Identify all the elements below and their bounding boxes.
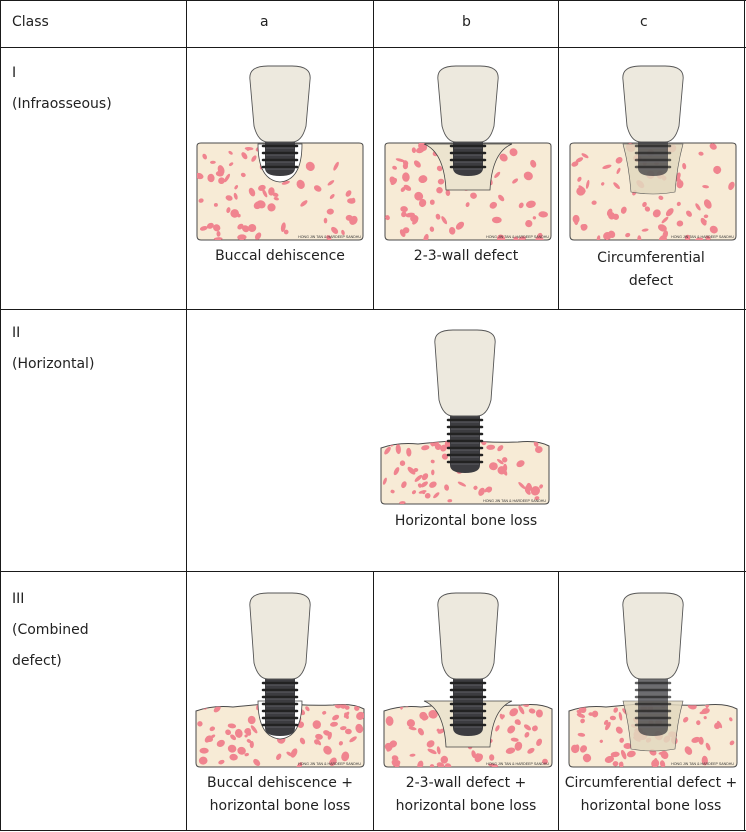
implant-fixture — [634, 677, 672, 736]
illustration-credit: HONG JIN TAN & HARDEEP SANDHU — [298, 762, 361, 766]
illustration-credit: HONG JIN TAN & HARDEEP SANDHU — [486, 762, 549, 766]
illustration-credit: HONG JIN TAN & HARDEEP SANDHU — [671, 235, 734, 239]
implant-figure-combined-buccal: HONG JIN TAN & HARDEEP SANDHU — [193, 591, 367, 771]
grid-line — [373, 0, 374, 310]
crown — [622, 592, 684, 680]
implant-figure-horizontal-bone-loss: HONG JIN TAN & HARDEEP SANDHU — [378, 328, 552, 508]
illustration-credit: HONG JIN TAN & HARDEEP SANDHU — [483, 499, 546, 503]
grid-line — [558, 571, 559, 831]
implant-fixture — [261, 140, 299, 176]
class-numeral: II — [12, 325, 21, 341]
grid-line — [744, 0, 745, 831]
implant-fixture — [261, 677, 299, 736]
implant-figure-combined-2-3-wall: HONG JIN TAN & HARDEEP SANDHU — [381, 591, 555, 771]
crown — [437, 592, 499, 680]
implant-fixture — [634, 140, 672, 176]
caption-line: Buccal dehiscence + — [206, 775, 354, 791]
illustration-credit: HONG JIN TAN & HARDEEP SANDHU — [486, 235, 549, 239]
implant-figure-buccal-dehiscence: HONG JIN TAN & HARDEEP SANDHU — [193, 64, 367, 244]
bone-speckles — [197, 145, 358, 240]
caption-line: Horizontal bone loss — [394, 513, 538, 529]
caption-line: Circumferential — [597, 250, 705, 266]
crown — [434, 329, 496, 417]
crown — [249, 592, 311, 680]
class-name: (Combined — [12, 622, 89, 638]
grid-line — [373, 571, 374, 831]
implant-figure-combined-circumferential: HONG JIN TAN & HARDEEP SANDHU — [566, 591, 740, 771]
class-numeral: I — [12, 65, 17, 81]
caption-line: Buccal dehiscence — [215, 248, 345, 264]
caption-horizontal-bone-loss: Horizontal bone loss — [373, 510, 559, 533]
caption-circumferential-defect: Circumferential defect — [558, 247, 744, 293]
grid-line — [558, 0, 559, 310]
implant-fixture — [449, 677, 487, 736]
grid-line — [0, 0, 1, 831]
implant-fixture — [446, 414, 484, 473]
class-name: (Horizontal) — [12, 356, 95, 372]
crown — [622, 65, 684, 143]
illustration-credit: HONG JIN TAN & HARDEEP SANDHU — [671, 762, 734, 766]
caption-buccal-dehiscence: Buccal dehiscence — [187, 245, 373, 268]
caption-combined-2-3-wall: 2-3-wall defect + horizontal bone loss — [373, 772, 559, 818]
class-name: defect) — [12, 653, 62, 669]
class-numeral: III — [12, 591, 25, 607]
header-col-a: a — [260, 14, 269, 30]
row-label-class-ii: II (Horizontal) — [12, 318, 94, 380]
header-class: Class — [12, 14, 49, 30]
caption-2-3-wall-defect: 2-3-wall defect — [373, 245, 559, 268]
bone-block — [384, 142, 552, 241]
caption-line: Circumferential defect + — [564, 775, 738, 791]
grid-line — [186, 0, 187, 831]
caption-combined-circumferential: Circumferential defect + horizontal bone… — [558, 772, 744, 818]
implant-figure-2-3-wall-defect: HONG JIN TAN & HARDEEP SANDHU — [381, 64, 555, 244]
implant-figure-circumferential-defect: HONG JIN TAN & HARDEEP SANDHU — [566, 64, 740, 244]
crown — [437, 65, 499, 143]
header-col-b: b — [462, 14, 471, 30]
illustration-credit: HONG JIN TAN & HARDEEP SANDHU — [298, 235, 361, 239]
caption-line: defect — [628, 273, 674, 289]
caption-line: 2-3-wall defect — [413, 248, 519, 264]
caption-line: 2-3-wall defect + — [405, 775, 527, 791]
row-label-class-iii: III (Combined defect) — [12, 584, 89, 677]
header-col-c: c — [640, 14, 648, 30]
caption-line: horizontal bone loss — [580, 798, 722, 814]
row-label-class-i: I (Infraosseous) — [12, 58, 112, 120]
caption-line: horizontal bone loss — [209, 798, 351, 814]
implant-fixture — [449, 140, 487, 176]
class-name: (Infraosseous) — [12, 96, 112, 112]
crown — [249, 65, 311, 143]
caption-combined-buccal: Buccal dehiscence + horizontal bone loss — [187, 772, 373, 818]
caption-line: horizontal bone loss — [395, 798, 537, 814]
